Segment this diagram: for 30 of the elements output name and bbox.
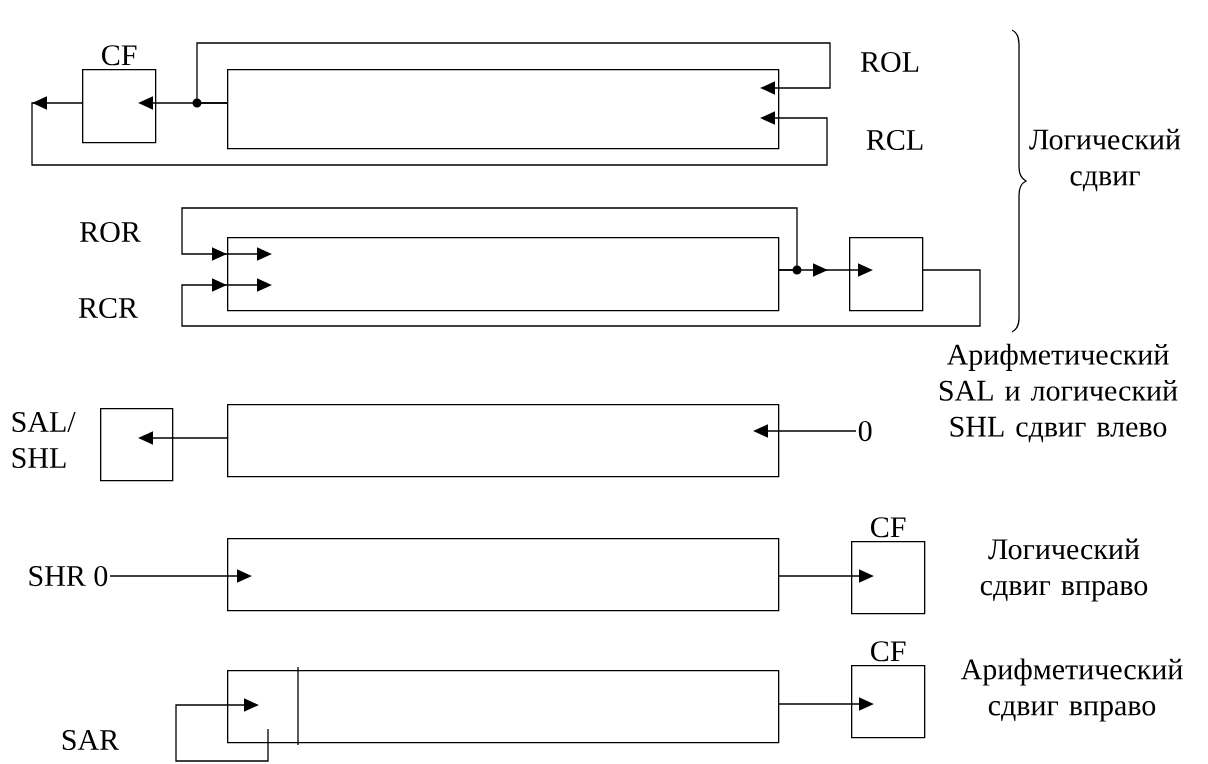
node-label: CF <box>102 45 137 66</box>
operand-text: SHR 0 <box>29 565 108 587</box>
instruction-name: SAL/ SHL <box>12 411 76 469</box>
operand-text: 0 <box>858 420 872 442</box>
register-box <box>227 237 780 312</box>
caption-text: Арифметический SAL и логический SHL сдвиг влево <box>939 343 1178 443</box>
flag-box: CF <box>82 45 157 144</box>
register-box <box>227 69 780 150</box>
flag-box: CF <box>851 641 926 739</box>
caption-text: RCL <box>866 129 923 151</box>
caption-text: Логический сдвиг вправо <box>980 538 1148 602</box>
node-label: CF <box>871 641 906 662</box>
caption-text: ROR <box>80 221 141 243</box>
caption-text: RCR <box>78 297 138 319</box>
caption-text: ROL <box>860 51 919 73</box>
node-label: CF <box>871 517 906 538</box>
flag-box <box>849 237 924 312</box>
register-box <box>227 404 780 478</box>
caption-text: Логический сдвиг <box>1029 128 1181 192</box>
caption-text: Арифметический сдвиг вправо <box>960 658 1183 722</box>
arrow <box>192 42 831 108</box>
arrow <box>181 269 981 327</box>
register-box <box>227 538 780 612</box>
caption-text: SAR <box>62 729 120 751</box>
arrow <box>181 207 802 275</box>
flag-box: CF <box>851 517 926 615</box>
arrow <box>31 96 828 166</box>
arrow <box>175 698 269 762</box>
flag-box <box>100 408 174 482</box>
register-box <box>227 670 780 744</box>
